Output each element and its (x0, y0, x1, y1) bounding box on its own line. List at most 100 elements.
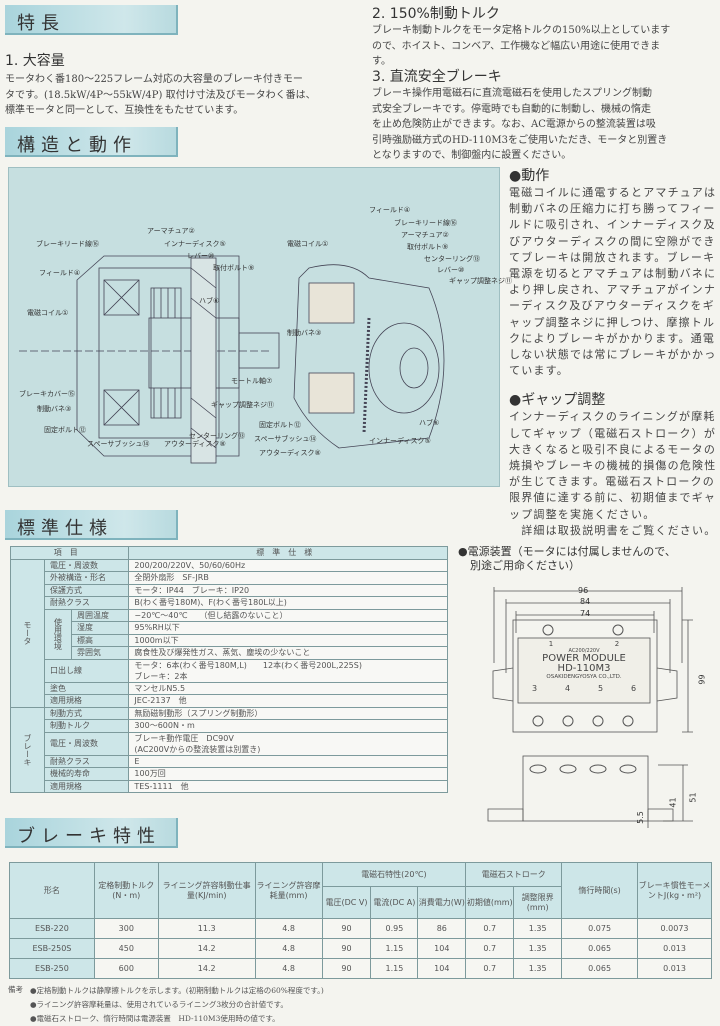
group-motor: モータ (10, 558, 45, 708)
spec-value-line: 腐食性及び爆発性ガス、蒸気、塵埃の少ないこと (134, 648, 311, 658)
value-cell: 0.7 (465, 938, 515, 959)
diagram-label: ギャップ調整ネジ⑪ (211, 401, 274, 409)
feature-line: す。 (372, 56, 391, 67)
value-cell: 90 (321, 918, 372, 939)
spec-row: 耐熱クラス B(わく番号180M)、F(わく番号180L以上) (11, 596, 448, 610)
brake-cross-section-drawing (19, 255, 445, 464)
spec-value-line: モータ：IP44 ブレーキ：IP20 (134, 585, 250, 595)
spec-item-value: モータ：6本(わく番号180M,L) 12本(わく番号200L,225S)ブレー… (128, 658, 448, 683)
section-header-structure: 構造と動作 (5, 127, 178, 157)
spec-value-line: 100万回 (134, 769, 166, 779)
diagram-label: レバー⑩ (187, 252, 215, 260)
spec-item-label: 口出し線 (43, 658, 130, 683)
value-cell: 0.7 (465, 918, 515, 939)
text-line: インナーディスクのライニングが摩耗 (509, 410, 716, 424)
header-inertia: ブレーキ慣性モーメントJ(kg・m²) (637, 862, 712, 919)
diagram-label: 取付ボルト⑨ (213, 264, 255, 272)
spec-header-row: 項目標準仕様 (9, 546, 448, 560)
value-cell: 1.15 (370, 938, 419, 959)
header-limit: 調整限界(mm) (513, 886, 563, 919)
spec-item-value: 腐食性及び爆発性ガス、蒸気、塵埃の少ないこと (128, 646, 448, 660)
diagram-label: 固定ボルト⑫ (44, 426, 86, 434)
feature-line: 式安全ブレーキです。停電時でも自動的に制動し、機械の惰走 (372, 103, 651, 115)
spec-value-line: 全閉外扇形 SF-JRB (134, 573, 209, 583)
model-cell: ESB-250S (9, 938, 95, 959)
diagram-label: ギャップ調整ネジ⑪ (449, 277, 512, 285)
spec-item-value: 無励磁制動形（スプリング制動形） (128, 706, 448, 720)
value-cell: 0.7 (465, 958, 515, 979)
value-cell: 0.065 (561, 958, 639, 979)
diagram-label: 制動バネ③ (287, 329, 322, 337)
spec-item-value: 95%RH以下 (128, 621, 448, 635)
note-item: ●電磁石ストローク、惰行時間は電源装置 HD-110M3使用時の値です。 (30, 1014, 280, 1023)
terminal-1: 1 (548, 640, 554, 648)
spec-item-label: 標高 (70, 633, 130, 647)
spec-row: ブレーキ制動方式無励磁制動形（スプリング制動形） (10, 706, 448, 793)
diagram-label: アーマチュア② (401, 231, 449, 239)
spec-value-line: マンセルN5.5 (134, 683, 186, 693)
group-brake: ブレーキ (10, 706, 45, 793)
gap-title: ●ギャップ調整 (509, 392, 606, 409)
diagram-label: センターリング⑬ (189, 432, 245, 440)
spec-item-value: 1000m以下 (128, 633, 448, 647)
diagram-label: インナーディスク⑤ (369, 437, 431, 445)
spec-item-value: 200/200/220V、50/60/60Hz (128, 558, 448, 572)
text-line: 焼損やブレーキの機械的損傷の危険性 (509, 459, 717, 473)
spec-item-label: 電圧・周波数 (43, 558, 130, 572)
spec-value-line: B(わく番号180M)、F(わく番号180L以上) (134, 598, 287, 608)
dimension-41: 41 (668, 797, 678, 808)
dimension-51: 51 (688, 792, 698, 803)
diagram-label: アウターディスク⑧ (164, 440, 226, 448)
power-title: ●電源装置（モータには付属しませんので、 (458, 545, 676, 558)
spec-row: 電圧・周波数ブレーキ動作電圧 DC90V(AC200Vからの整流装置は別置き) (11, 731, 448, 756)
gap-text: インナーディスクのライニングが摩耗してギャップ（電磁石ストローク）が大きくなると… (509, 409, 719, 539)
spec-item-value: −20℃〜40℃ （但し結露のないこと） (128, 608, 448, 622)
feature-line: 標準モータと同一として、互換性をもたせています。 (5, 105, 244, 116)
spec-value-line: ブレーキ：2本 (134, 671, 188, 681)
feature-line: を止め危険防止ができます。なお、AC電源からの整流装置は吸 (372, 119, 656, 130)
module-name: POWER MODULE (542, 653, 626, 664)
diagram-label: 電磁コイル① (287, 240, 329, 248)
text-line: ています。 (509, 364, 569, 378)
feature-line: ブレーキ操作用電磁石に直流電磁石を使用したスプリング制動 (372, 88, 652, 99)
value-cell: 0.0073 (637, 918, 712, 939)
text-line: ーディスク及びアウターディスクをギ (509, 299, 715, 313)
spec-value-line: 無励磁制動形（スプリング制動形） (134, 708, 263, 718)
feature-title: 2. 150%制動トルク (372, 6, 500, 22)
value-cell: 1.35 (513, 918, 563, 939)
power-module-drawing (487, 587, 693, 828)
terminal-2: 2 (614, 640, 620, 648)
spec-item-label: 耐熱クラス (43, 754, 130, 768)
feature-title: 3. 直流安全ブレーキ (372, 69, 502, 85)
operation-section: ●動作 電磁コイルに通電するとアマチュアは制動バネの圧縮力に打ち勝ってフィールド… (509, 165, 719, 539)
text-line: 限界値に達する前に、初期値までギャ (509, 491, 717, 505)
notes-label: 備考 (8, 985, 23, 994)
text-line: 大きくなると吸引不良によるモータの (509, 442, 717, 456)
notes: ●定格制動トルクは静摩擦トルクを示します。(初期制動トルクは定格の60%程度です… (30, 984, 324, 1026)
value-cell: 0.013 (637, 938, 712, 959)
feature-line: となりますので、制御盤内に設置ください。 (372, 150, 572, 161)
spec-item-label: 適用規格 (43, 694, 130, 708)
diagram-label: ハブ⑥ (199, 297, 220, 305)
value-cell: 11.3 (157, 918, 256, 939)
header-current: 電流(DC A) (370, 886, 419, 919)
text-line: 詳細は取扱説明書をご覧ください。 (509, 523, 717, 537)
spec-value-line: −20℃〜40℃ （但し結露のないこと） (134, 610, 288, 620)
terminal-3: 3 (531, 684, 538, 693)
operation-title: ●動作 (509, 168, 550, 184)
diagram-label: ブレーキカバー⑮ (19, 390, 75, 398)
diagram-label: インナーディスク⑤ (164, 240, 226, 248)
value-cell: 4.8 (254, 918, 323, 939)
value-cell: 300 (93, 918, 159, 939)
header-initial: 初期値(mm) (465, 886, 515, 919)
spec-item-label: 耐熱クラス (43, 596, 130, 610)
dimension-66: 66 (696, 674, 706, 685)
value-cell: 600 (93, 958, 159, 979)
